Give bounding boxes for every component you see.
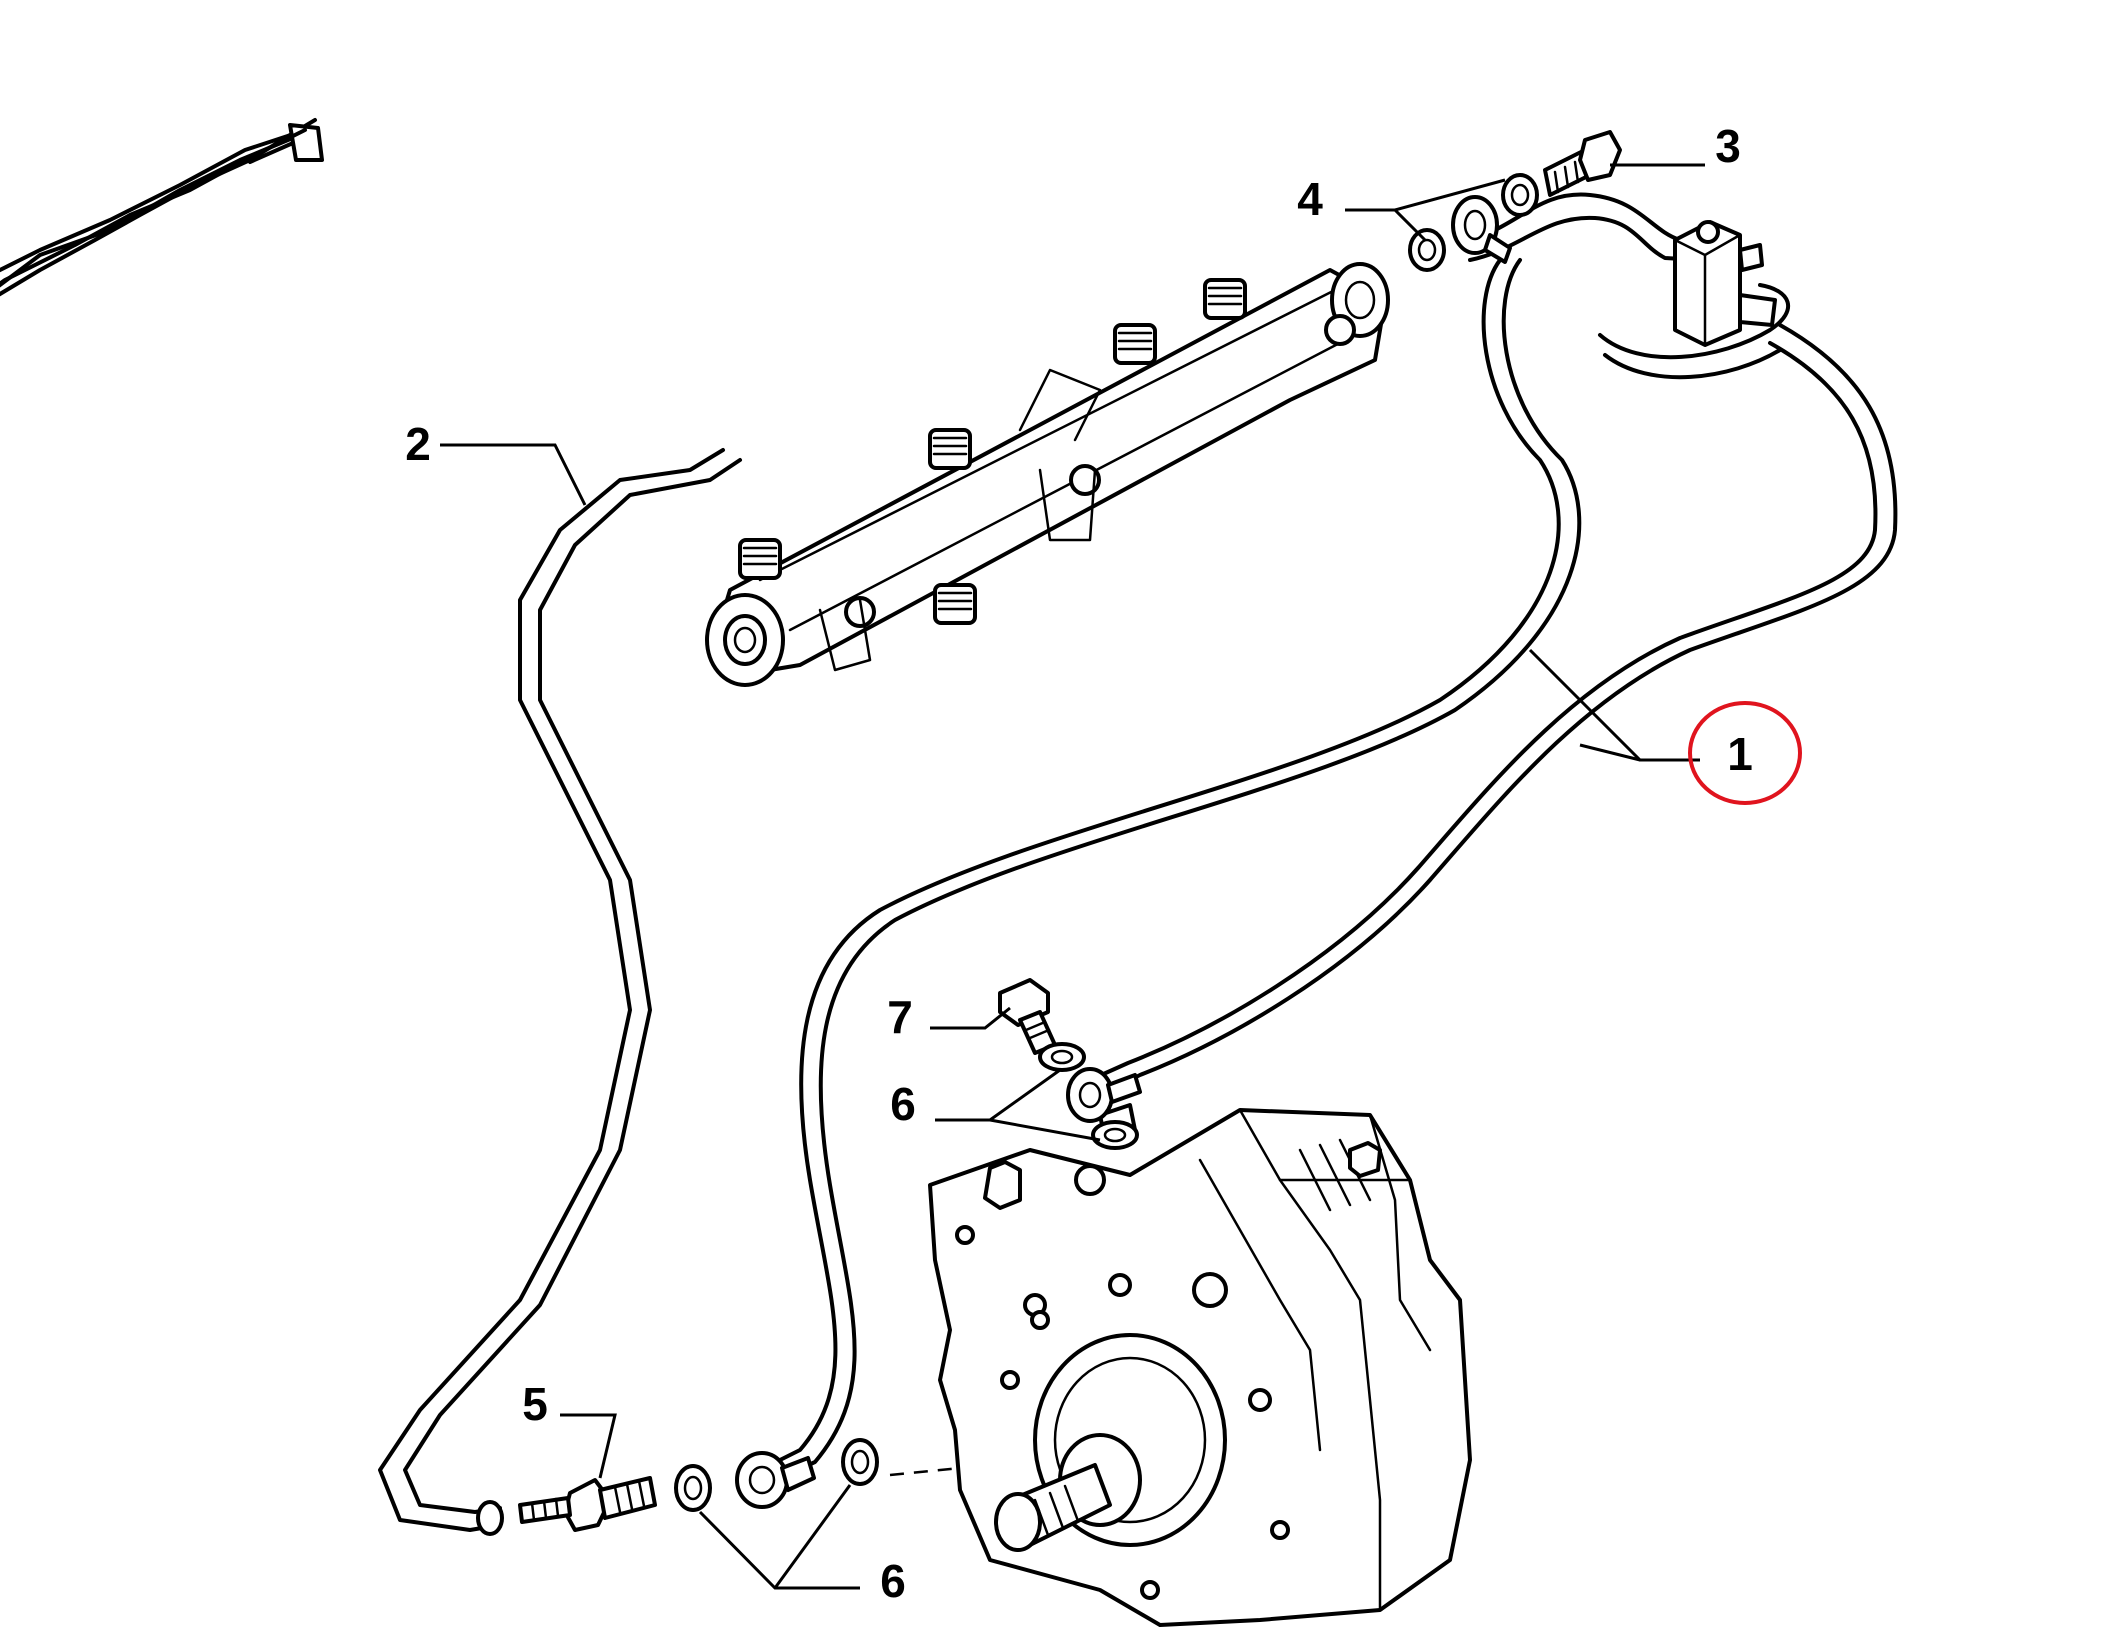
washers-item-4 [1408, 173, 1539, 272]
return-pipe [0, 126, 314, 288]
callout-1: 1 [1727, 728, 1753, 780]
high-pressure-pipe-second [1088, 323, 1898, 1097]
callout-1-highlight-circle [1688, 701, 1802, 805]
return-hose-end [476, 1500, 504, 1536]
callout-5: 5 [522, 1378, 548, 1430]
fuel-rail [705, 262, 1390, 687]
pressure-valve [1673, 220, 1777, 347]
washers-item-6-bottom [674, 1438, 879, 1512]
washers-item-6-top [1038, 1042, 1139, 1150]
callout-4: 4 [1297, 173, 1323, 225]
high-pressure-pipe [768, 258, 1582, 1480]
banjo-bolt-item-7 [998, 978, 1057, 1055]
rail-banjo-fitting [1451, 195, 1512, 264]
callouts: 1 2 3 4 5 6 6 7 [405, 120, 1802, 1607]
callout-3: 3 [1715, 120, 1741, 172]
callout-2: 2 [405, 418, 431, 470]
callout-6-top: 6 [890, 1078, 916, 1130]
fitting-item-5 [518, 1476, 657, 1532]
inlet-banjo [735, 1451, 816, 1509]
callout-7: 7 [887, 991, 913, 1043]
pump-outlet-banjo [1066, 1067, 1142, 1123]
callout-6-bottom: 6 [880, 1555, 906, 1607]
banjo-bolt-item-3 [1543, 130, 1622, 197]
high-pressure-pump [889, 1103, 1472, 1627]
leader-lines [440, 163, 1705, 1590]
return-line-assembly [0, 128, 742, 1532]
